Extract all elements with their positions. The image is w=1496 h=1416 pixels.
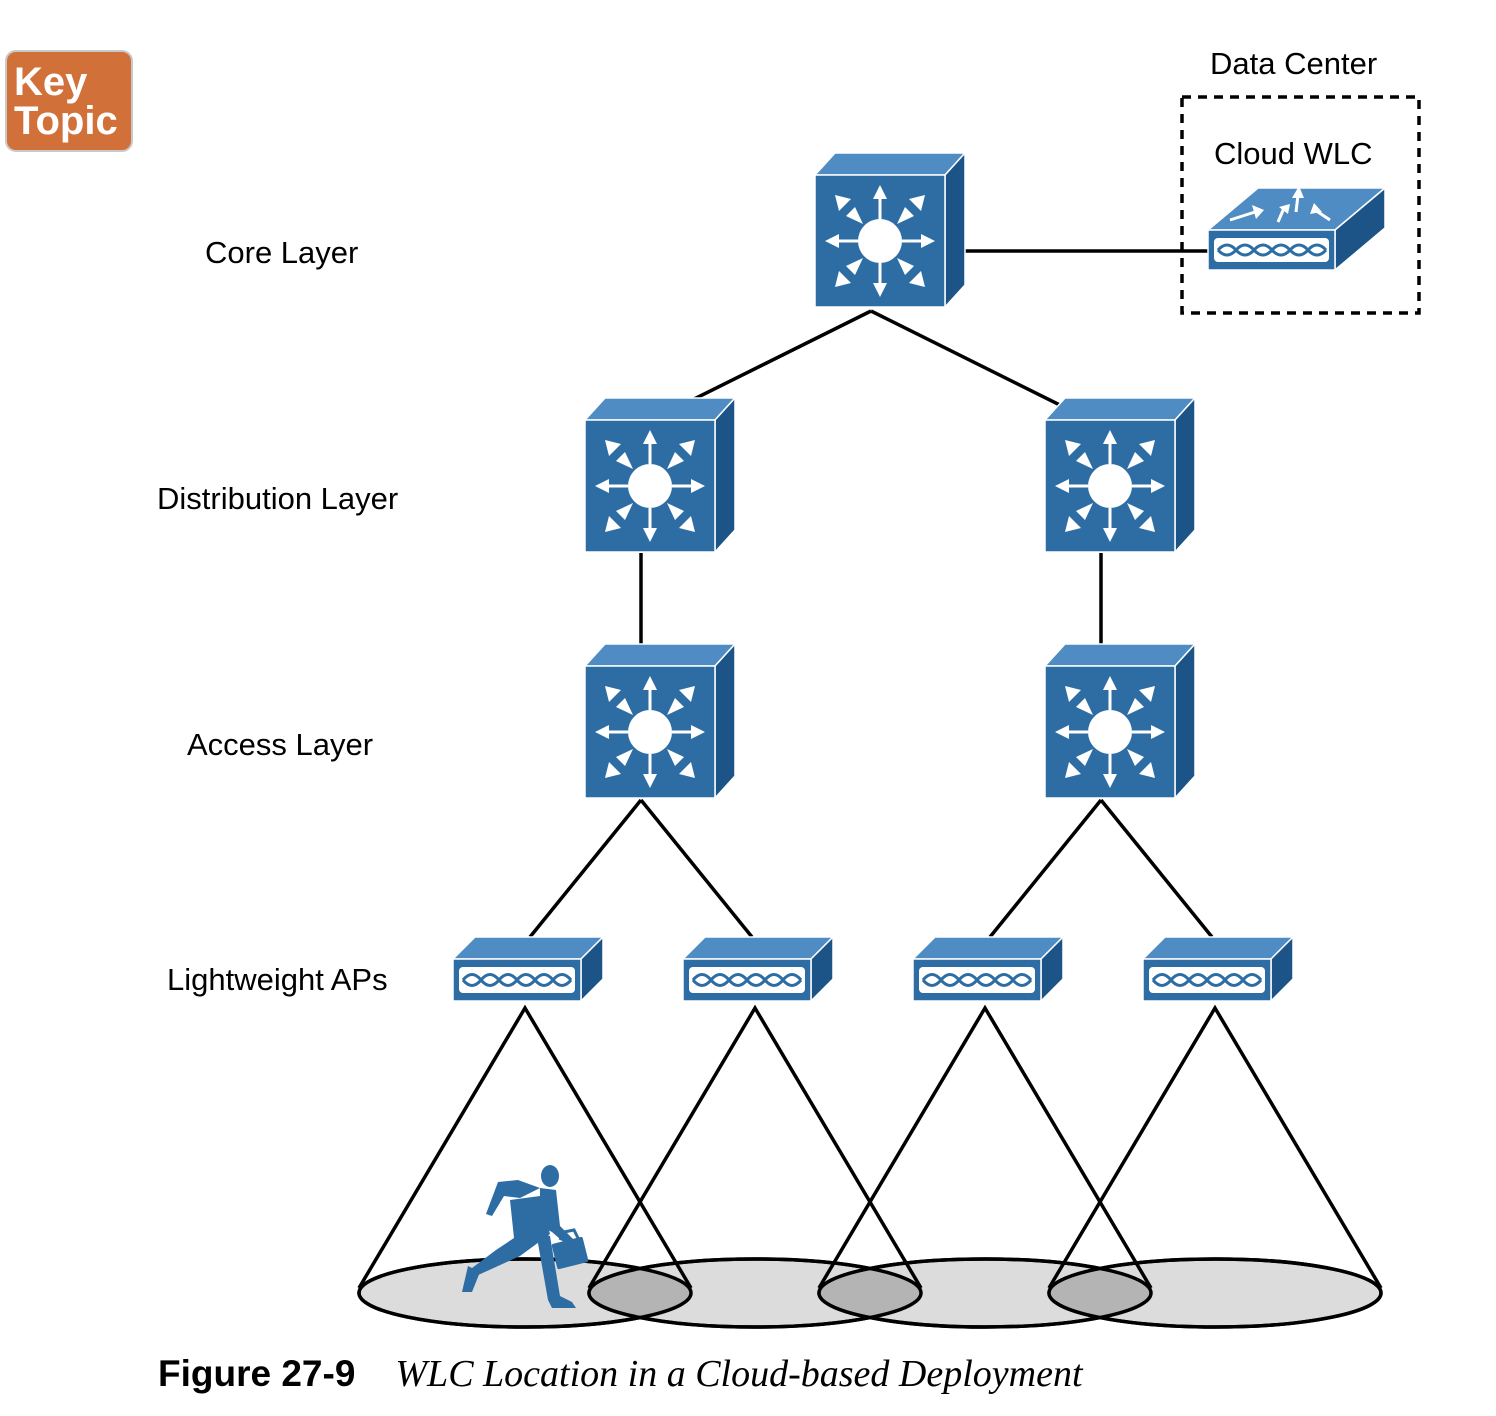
lightweight-ap-3-icon[interactable]: [911, 935, 1065, 1003]
access-right-to-ap3-link: [988, 798, 1103, 939]
access-switch-left-icon[interactable]: [583, 642, 737, 800]
data-center-box: Data Center Cloud WLC: [1180, 46, 1421, 315]
coverage-cones: [357, 1004, 1383, 1289]
figure-title: WLC Location in a Cloud-based Deployment: [395, 1353, 1083, 1395]
overlap-1-2: [589, 1269, 691, 1317]
lightweight-ap-2-icon[interactable]: [681, 935, 835, 1003]
core-layer-label: Core Layer: [205, 235, 358, 270]
running-businessman-icon: [462, 1165, 589, 1308]
access-layer-label: Access Layer: [187, 727, 373, 762]
key-topic-badge: Key Topic: [5, 50, 133, 152]
links: [528, 249, 1214, 939]
figure-caption: Figure 27-9 WLC Location in a Cloud-based…: [158, 1352, 1083, 1396]
lightweight-ap-1-icon[interactable]: [451, 935, 605, 1003]
cloud-wlc-label: Cloud WLC: [1214, 136, 1373, 171]
core-to-dist-right-link: [870, 309, 1089, 421]
badge-line-2: Topic: [14, 99, 118, 143]
core-switch-icon[interactable]: [813, 151, 967, 309]
overlap-2-3: [819, 1269, 921, 1317]
distribution-layer-label: Distribution Layer: [157, 481, 398, 516]
access-switch-right-icon[interactable]: [1043, 642, 1197, 800]
overlap-3-4: [1049, 1269, 1151, 1317]
access-left-to-ap2-link: [639, 798, 754, 939]
coverage-areas: [357, 1257, 1383, 1329]
access-right-to-ap4-link: [1099, 798, 1214, 939]
distribution-switch-left-icon[interactable]: [583, 396, 737, 554]
figure-number: Figure 27-9: [158, 1353, 356, 1394]
data-center-label: Data Center: [1210, 46, 1377, 81]
lightweight-aps-label: Lightweight APs: [167, 962, 388, 997]
lightweight-ap-4-icon[interactable]: [1141, 935, 1295, 1003]
cloud-wlc-icon[interactable]: [1205, 186, 1388, 272]
access-left-to-ap1-link: [528, 798, 643, 939]
distribution-switch-right-icon[interactable]: [1043, 396, 1197, 554]
badge-line-1: Key: [14, 60, 88, 104]
